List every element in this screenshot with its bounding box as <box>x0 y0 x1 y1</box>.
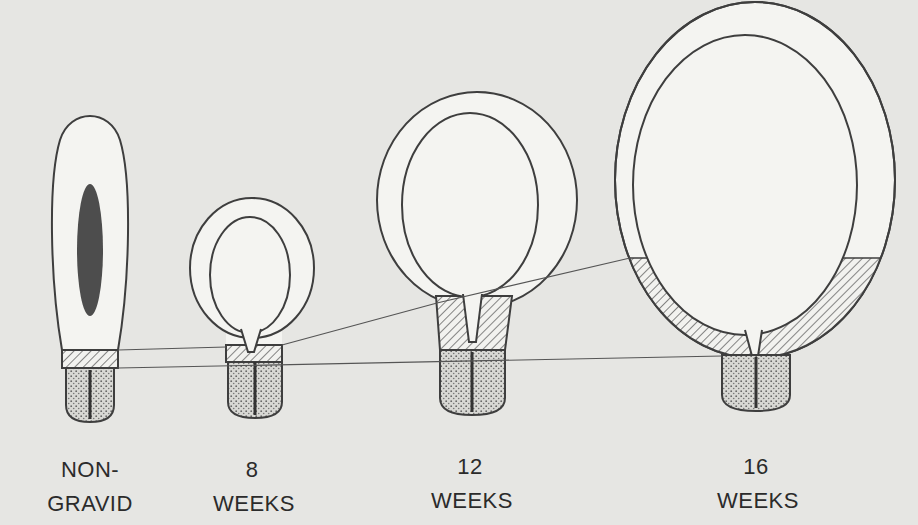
level-lines <box>118 258 722 368</box>
stage-label: NON- GRAVID <box>44 453 136 521</box>
uterus-16-weeks <box>610 2 900 411</box>
stage-label: 8 WEEKS <box>213 453 291 521</box>
uterus-12-weeks <box>377 92 577 415</box>
uterus-8-weeks <box>190 198 314 418</box>
non-gravid-uterus <box>52 116 128 422</box>
stage-label: 12 WEEKS <box>431 450 509 518</box>
stage-label: 16 WEEKS <box>717 450 795 518</box>
